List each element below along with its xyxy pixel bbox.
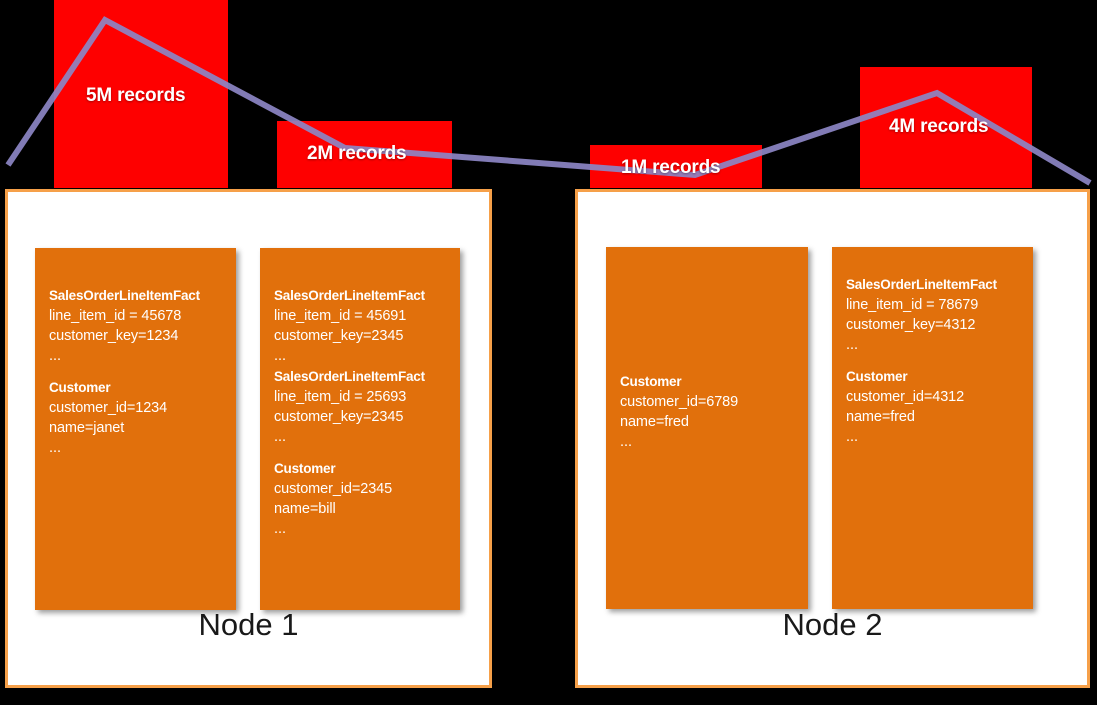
node-1-label: Node 1 bbox=[198, 607, 299, 642]
record-ellipsis: ... bbox=[274, 429, 287, 445]
record-title: Customer bbox=[49, 380, 111, 395]
record-line: customer_id=1234 bbox=[49, 400, 168, 416]
record-title: SalesOrderLineItemFact bbox=[274, 288, 425, 303]
record-line: customer_id=6789 bbox=[620, 394, 739, 410]
slice-4-records: SalesOrderLineItemFact line_item_id = 78… bbox=[846, 275, 1025, 448]
record-line: customer_key=4312 bbox=[846, 317, 976, 333]
record-title: Customer bbox=[846, 369, 908, 384]
node-2-label: Node 2 bbox=[782, 607, 883, 642]
record-line: line_item_id = 45678 bbox=[49, 308, 182, 324]
slice-2-records: SalesOrderLineItemFact line_item_id = 45… bbox=[274, 286, 452, 540]
slice-box-4[interactable]: SalesOrderLineItemFact line_item_id = 78… bbox=[832, 247, 1033, 609]
record-title: Customer bbox=[274, 461, 336, 476]
slice-box-2[interactable]: SalesOrderLineItemFact line_item_id = 45… bbox=[260, 248, 460, 610]
record-ellipsis: ... bbox=[620, 434, 633, 450]
record-gap bbox=[846, 356, 1025, 367]
record-line: line_item_id = 25693 bbox=[274, 389, 407, 405]
record-ellipsis: ... bbox=[49, 440, 62, 456]
record-line: customer_key=2345 bbox=[274, 328, 404, 344]
record-ellipsis: ... bbox=[49, 348, 62, 364]
record-line: name=bill bbox=[274, 501, 336, 517]
record-title: Customer bbox=[620, 374, 682, 389]
bar-label-slice-3: 1M records bbox=[621, 157, 721, 178]
record-ellipsis: ... bbox=[846, 337, 859, 353]
bar-label-slice-1: 5M records bbox=[86, 85, 186, 106]
record-title: SalesOrderLineItemFact bbox=[846, 277, 997, 292]
record-ellipsis: ... bbox=[274, 521, 287, 537]
slice-1-records: SalesOrderLineItemFact line_item_id = 45… bbox=[49, 286, 228, 459]
record-line: name=janet bbox=[49, 420, 125, 436]
bar-label-slice-2: 2M records bbox=[307, 143, 407, 164]
slice-box-3[interactable]: Customer customer_id=6789 name=fred ... … bbox=[606, 247, 808, 609]
record-line: name=fred bbox=[620, 414, 689, 430]
record-title: SalesOrderLineItemFact bbox=[49, 288, 200, 303]
record-line: line_item_id = 45691 bbox=[274, 308, 407, 324]
record-line: name=fred bbox=[846, 409, 915, 425]
record-ellipsis: ... bbox=[274, 348, 287, 364]
record-ellipsis: ... bbox=[846, 429, 859, 445]
record-gap bbox=[274, 448, 452, 459]
record-line: customer_key=1234 bbox=[49, 328, 179, 344]
record-gap bbox=[49, 367, 228, 378]
record-line: customer_id=4312 bbox=[846, 389, 965, 405]
bar-label-slice-4: 4M records bbox=[889, 116, 989, 137]
slice-box-1[interactable]: SalesOrderLineItemFact line_item_id = 45… bbox=[35, 248, 236, 610]
record-title: SalesOrderLineItemFact bbox=[274, 369, 425, 384]
record-line: line_item_id = 78679 bbox=[846, 297, 979, 313]
slice-3-records: Customer customer_id=6789 name=fred ... bbox=[620, 372, 800, 453]
record-line: customer_id=2345 bbox=[274, 481, 393, 497]
record-line: customer_key=2345 bbox=[274, 409, 404, 425]
